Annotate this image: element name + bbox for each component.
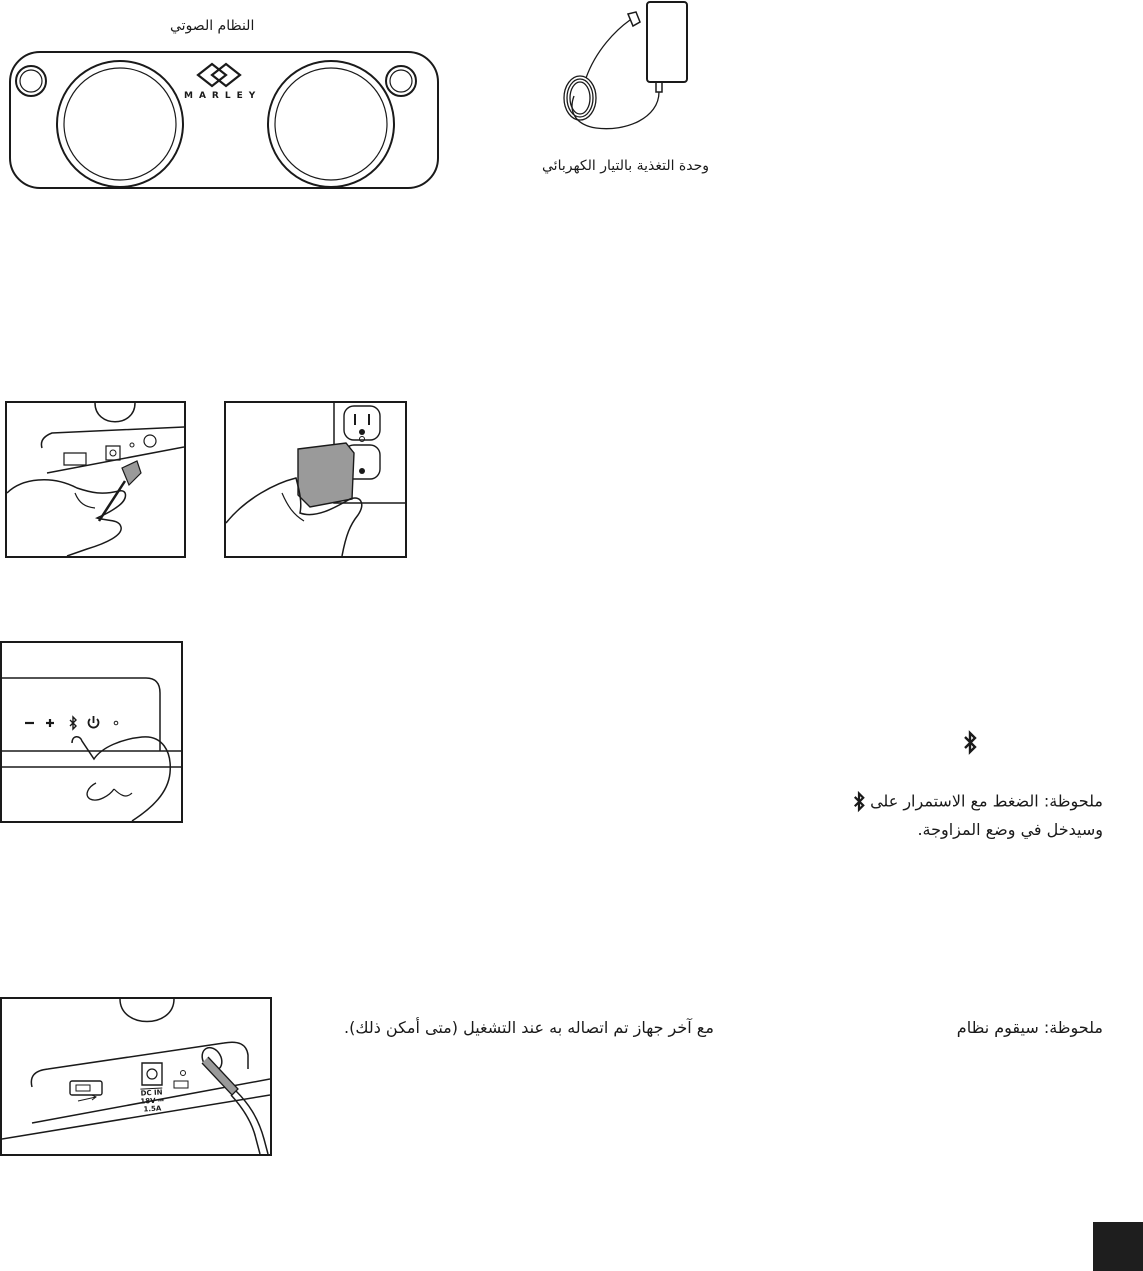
figure-press-bluetooth	[0, 641, 183, 823]
pairing-note-line-1: ملحوظة: الضغط مع الاستمرار على	[848, 791, 1103, 813]
pairing-note-line-2: وسيدخل في وضع المزاوجة.	[917, 820, 1103, 839]
dc-in-port	[142, 1063, 162, 1085]
marley-logo-icon	[198, 64, 240, 86]
speaker-illustration	[8, 48, 442, 194]
power-adapter-illustration	[556, 0, 700, 150]
usb-icon	[78, 1095, 96, 1101]
usb-port	[70, 1081, 102, 1095]
power-icon	[88, 716, 98, 728]
dc-rating-text: 18V ⎓ 1.5A	[137, 1096, 168, 1114]
figure-plug-outlet	[224, 401, 407, 558]
reconnect-note-part-1: ملحوظة: سيقوم نظام	[957, 1018, 1103, 1037]
bluetooth-icon	[852, 791, 866, 813]
figure-ports	[0, 997, 272, 1156]
dc-in-label: DC IN 18V ⎓ 1.5A	[136, 1088, 167, 1114]
speaker-brand-label: MARLEY	[184, 91, 261, 101]
adapter-caption: وحدة التغذية بالتيار الكهربائي	[542, 158, 709, 174]
speaker-caption: النظام الصوتي	[170, 18, 254, 34]
reconnect-note-part-2: مع آخر جهاز تم اتصاله به عند التشغيل (مت…	[344, 1018, 714, 1037]
page-number-tab	[1093, 1222, 1143, 1271]
bluetooth-icon	[962, 730, 978, 756]
pairing-note-text: ملحوظة: الضغط مع الاستمرار على	[870, 792, 1103, 811]
figure-plug-speaker	[5, 401, 186, 558]
volume-up-icon	[46, 719, 54, 727]
bluetooth-icon	[70, 717, 76, 729]
